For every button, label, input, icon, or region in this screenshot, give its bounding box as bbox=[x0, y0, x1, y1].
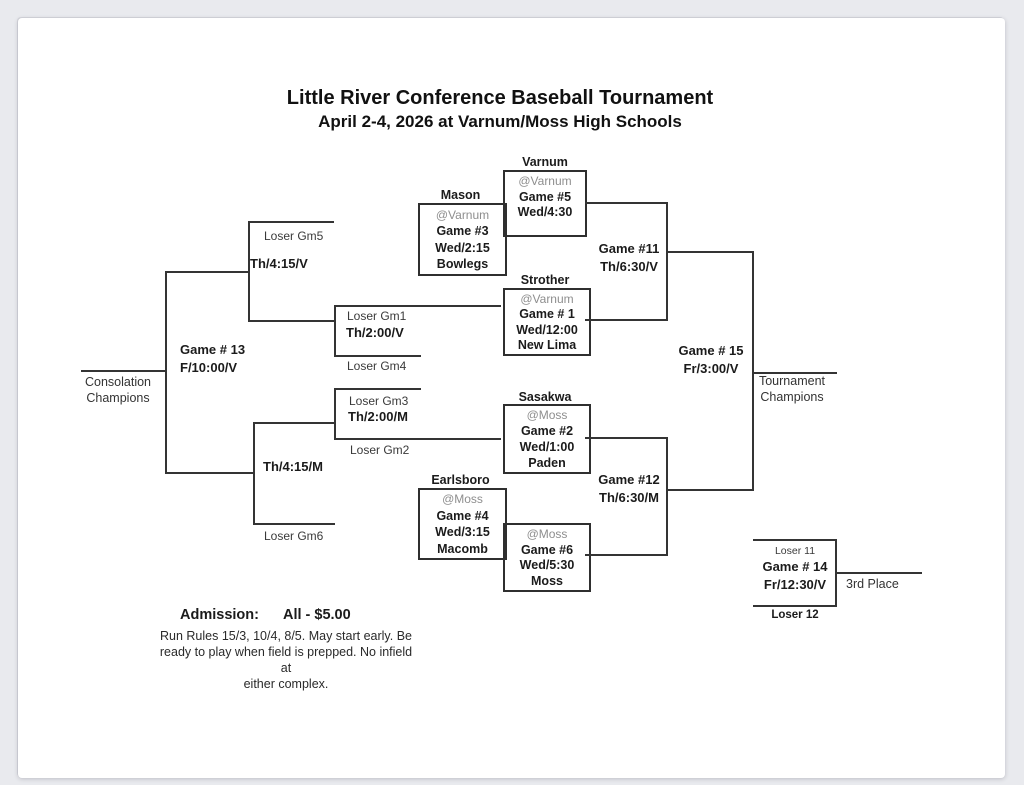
team-varnum: Varnum bbox=[522, 155, 568, 169]
game-2-venue: @Moss bbox=[526, 408, 568, 422]
bracket-line-loser-gm4 bbox=[334, 355, 421, 357]
game-5-time: Wed/4:30 bbox=[517, 205, 573, 220]
bracket-line-g5-winner bbox=[585, 202, 668, 204]
loser-gm3-label: Loser Gm3 bbox=[349, 394, 409, 408]
game-3-time: Wed/2:15 bbox=[435, 240, 490, 255]
bracket-line-g1-winner bbox=[585, 319, 668, 321]
team-earlsboro: Earlsboro bbox=[431, 473, 490, 487]
game-4-box: @Moss Game #4 Wed/3:15 Macomb bbox=[418, 488, 507, 560]
bracket-line-g14-vertical bbox=[835, 539, 837, 607]
bracket-line-g13-vertical bbox=[165, 271, 167, 474]
admission-label: Admission: bbox=[180, 607, 259, 623]
bracket-line-g12-winner bbox=[666, 489, 753, 491]
game-2-label: Game #2 bbox=[520, 424, 574, 438]
loser-gm5-label: Loser Gm5 bbox=[264, 229, 324, 243]
bracket-line-g14-top bbox=[753, 539, 837, 541]
game-2-box: @Moss Game #2 Wed/1:00 Paden bbox=[503, 404, 591, 474]
team-strother: Strother bbox=[520, 273, 570, 287]
bracket-line-cons-semi-v-winner bbox=[165, 271, 250, 273]
tournament-champions-label: Tournament Champions bbox=[758, 374, 825, 404]
page-title: Little River Conference Baseball Tournam… bbox=[286, 87, 714, 109]
bracket-line-g11-vertical bbox=[666, 202, 668, 321]
game-1-label: Game # 1 bbox=[519, 307, 575, 322]
game-15-label: Game # 15 Fr/3:00/V bbox=[678, 343, 744, 376]
bracket-line-cons-qf-m-winner bbox=[253, 422, 336, 424]
game-11-label: Game #11 Th/6:30/V bbox=[598, 241, 660, 274]
loser-gm2-label: Loser Gm2 bbox=[350, 443, 410, 457]
game-5-label: Game #5 bbox=[518, 189, 572, 204]
game-4-venue: @Moss bbox=[442, 492, 483, 507]
page-subtitle: April 2-4, 2026 at Varnum/Moss High Scho… bbox=[318, 112, 682, 131]
loser-gm4-label: Loser Gm4 bbox=[347, 359, 407, 373]
document-paper bbox=[18, 18, 1005, 778]
bracket-line-g11-winner bbox=[666, 251, 753, 253]
game-3-box: @Varnum Game #3 Wed/2:15 Bowlegs bbox=[418, 203, 507, 276]
team-macomb: Macomb bbox=[437, 541, 488, 556]
game-6-time: Wed/5:30 bbox=[519, 558, 575, 573]
bracket-line-g6-winner bbox=[585, 554, 668, 556]
cons-qf-v-time: Th/2:00/V bbox=[346, 325, 404, 340]
game-1-time: Wed/12:00 bbox=[516, 322, 578, 337]
bracket-line-cons-semi-m-vertical bbox=[253, 422, 255, 525]
game-14-label: Game # 14 Fr/12:30/V bbox=[762, 559, 828, 592]
loser-gm1-label: Loser Gm1 bbox=[347, 309, 407, 323]
team-new-lima: New Lima bbox=[517, 338, 577, 353]
bracket-line-cons-qf-v-winner bbox=[248, 320, 336, 322]
cons-qf-m-time: Th/2:00/M bbox=[348, 409, 408, 424]
game-2-time: Wed/1:00 bbox=[519, 440, 575, 454]
bracket-line-loser-gm6 bbox=[253, 523, 335, 525]
game-13-label: Game # 13 F/10:00/V bbox=[180, 342, 246, 375]
admission-line: Admission: All - $5.00 bbox=[180, 607, 351, 623]
team-mason: Mason bbox=[440, 188, 481, 202]
game-1-venue: @Varnum bbox=[520, 291, 574, 306]
game-3-label: Game #3 bbox=[436, 224, 489, 239]
rules-text: Run Rules 15/3, 10/4, 8/5. May start ear… bbox=[159, 629, 413, 691]
game-6-venue: @Moss bbox=[526, 526, 568, 541]
game-5-venue: @Varnum bbox=[518, 173, 572, 188]
loser-gm6-label: Loser Gm6 bbox=[264, 529, 324, 543]
game-6-label: Game #6 bbox=[520, 542, 574, 557]
bracket-line-loser-gm2 bbox=[334, 438, 501, 440]
cons-semi-v-time: Th/4:15/V bbox=[250, 256, 308, 271]
bracket-line-g2-winner bbox=[585, 437, 668, 439]
bracket-line-cons-champion bbox=[81, 370, 167, 372]
team-moss: Moss bbox=[531, 574, 563, 589]
bracket-line-cons-qf-m-vertical bbox=[334, 388, 336, 440]
bracket-line-loser-gm5 bbox=[248, 221, 334, 223]
game-4-time: Wed/3:15 bbox=[435, 525, 490, 540]
consolation-champions-label: Consolation Champions bbox=[84, 375, 151, 405]
loser-12-label: Loser 12 bbox=[771, 609, 819, 621]
game-1-box: @Varnum Game # 1 Wed/12:00 New Lima bbox=[503, 288, 591, 356]
cons-semi-m-time: Th/4:15/M bbox=[263, 459, 323, 474]
bracket-line-champion bbox=[752, 372, 837, 374]
bracket-line-3rd-place-winner bbox=[837, 572, 922, 574]
third-place-label: 3rd Place bbox=[846, 577, 899, 591]
bracket-line-g12-vertical bbox=[666, 437, 668, 556]
game-12-label: Game #12 Th/6:30/M bbox=[598, 472, 660, 505]
game-3-venue: @Varnum bbox=[435, 207, 490, 222]
game-4-label: Game #4 bbox=[436, 508, 489, 523]
bracket-line-cons-qf-v-vertical bbox=[334, 305, 336, 357]
bracket-line-g15-vertical bbox=[752, 251, 754, 491]
bracket-line-g14-bottom bbox=[753, 605, 837, 607]
bracket-line-cons-semi-m-winner bbox=[165, 472, 255, 474]
game-5-box: @Varnum Game #5 Wed/4:30 bbox=[503, 170, 587, 237]
game-6-box: @Moss Game #6 Wed/5:30 Moss bbox=[503, 523, 591, 592]
admission-value: All - $5.00 bbox=[282, 607, 351, 623]
team-paden: Paden bbox=[528, 456, 566, 470]
team-bowlegs: Bowlegs bbox=[436, 257, 489, 272]
team-sasakwa: Sasakwa bbox=[518, 390, 572, 404]
bracket-line-loser-gm3 bbox=[334, 388, 421, 390]
loser-11-label: Loser 11 bbox=[774, 545, 816, 557]
bracket-line-loser-gm1 bbox=[334, 305, 501, 307]
